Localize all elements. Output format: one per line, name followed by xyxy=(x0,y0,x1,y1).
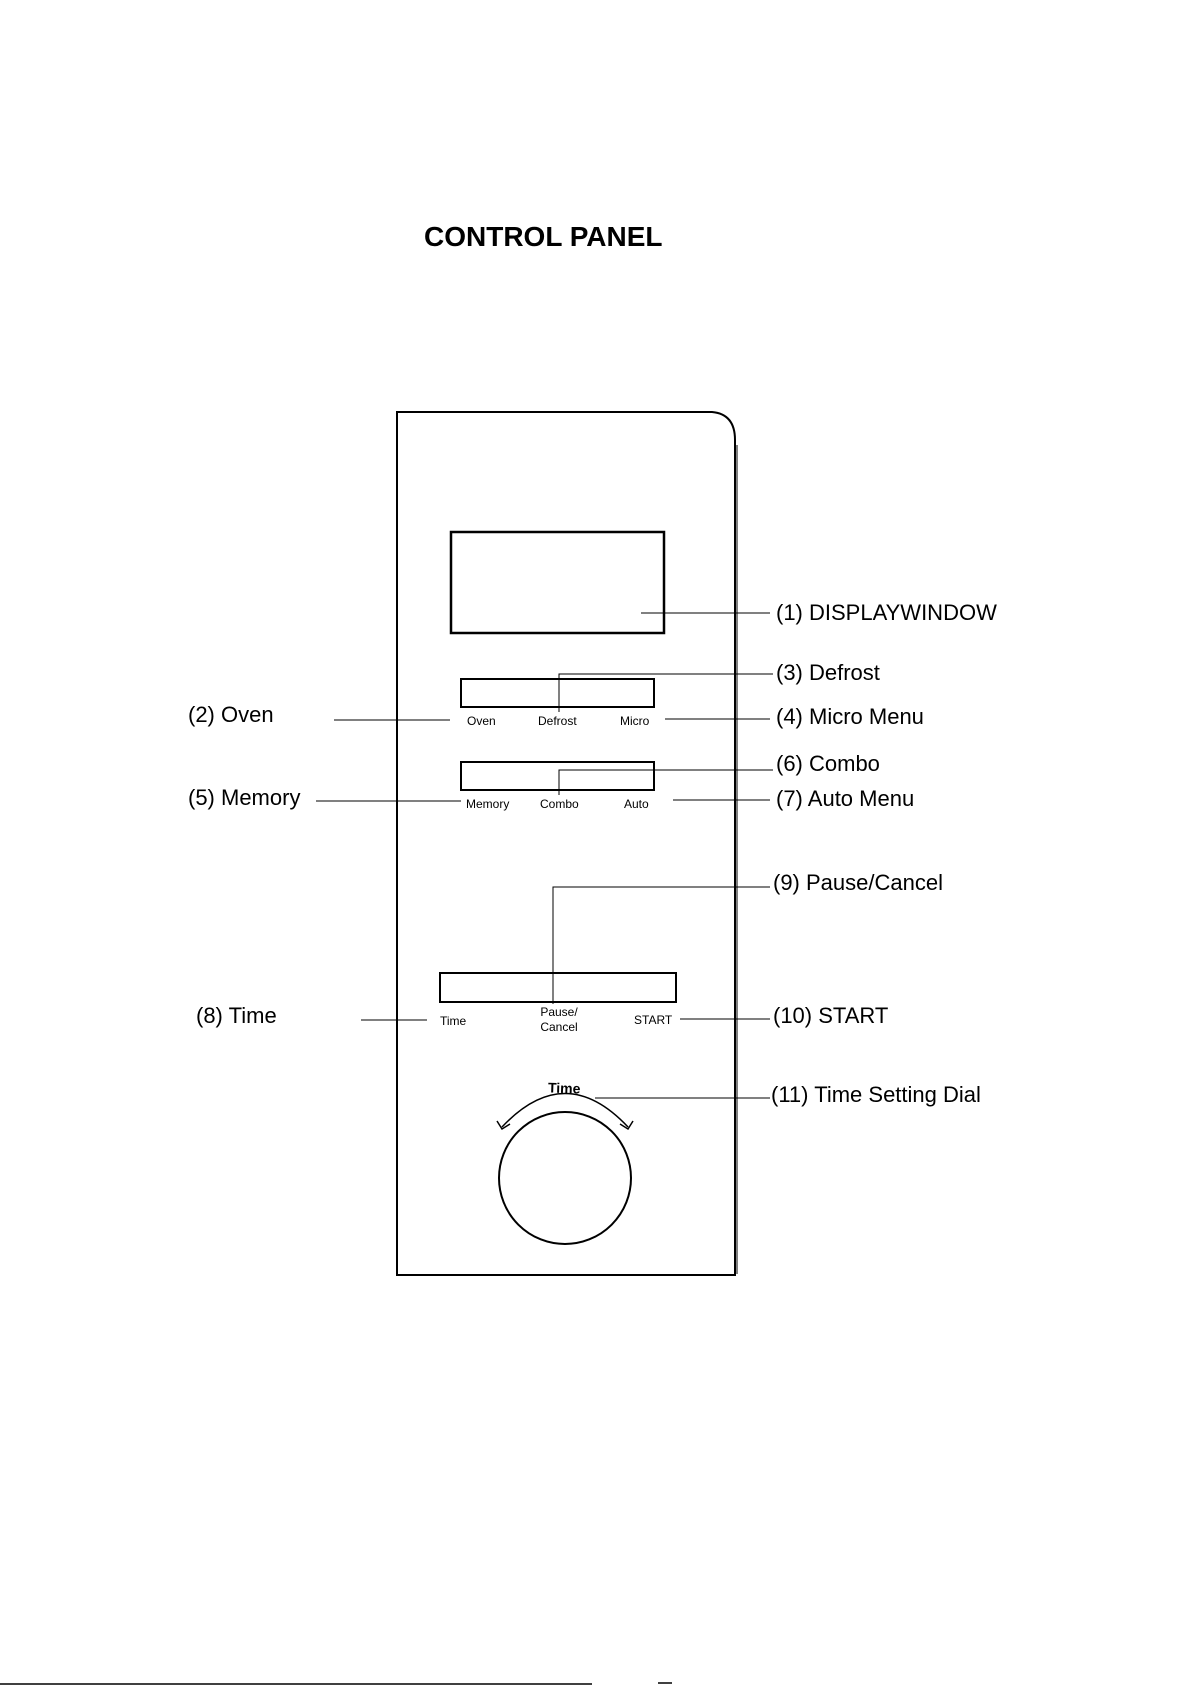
key-label-time: Time xyxy=(440,1014,466,1029)
key-row-3 xyxy=(440,973,676,1002)
key-label-oven: Oven xyxy=(467,714,496,729)
time-setting-dial xyxy=(499,1112,631,1244)
panel-outline xyxy=(397,412,735,1275)
display-window xyxy=(451,532,664,633)
callout-auto-menu: (7) Auto Menu xyxy=(776,788,914,810)
callout-defrost: (3) Defrost xyxy=(776,662,880,684)
key-label-micro: Micro xyxy=(620,714,649,729)
callout-micro-menu: (4) Micro Menu xyxy=(776,706,924,728)
dial-label: Time xyxy=(548,1079,581,1096)
key-label-pause-cancel: Pause/ Cancel xyxy=(533,1005,585,1035)
callout-oven: (2) Oven xyxy=(188,704,274,726)
callout-combo: (6) Combo xyxy=(776,753,880,775)
dial-arrow-arc xyxy=(502,1094,628,1128)
callout-pause-cancel: (9) Pause/Cancel xyxy=(773,872,943,894)
key-label-combo: Combo xyxy=(540,797,579,812)
key-label-start: START xyxy=(634,1013,672,1028)
leader-combo xyxy=(559,770,773,795)
callout-start: (10) START xyxy=(773,1005,888,1027)
key-label-memory: Memory xyxy=(466,797,509,812)
callout-display-window: (1) DISPLAYWINDOW xyxy=(776,602,997,624)
key-row-2 xyxy=(461,762,654,790)
callout-time: (8) Time xyxy=(196,1005,277,1027)
key-label-defrost: Defrost xyxy=(538,714,577,729)
callout-memory: (5) Memory xyxy=(188,787,300,809)
callout-time-setting-dial: (11) Time Setting Dial xyxy=(771,1084,981,1106)
key-label-auto: Auto xyxy=(624,797,649,812)
key-row-1 xyxy=(461,679,654,707)
